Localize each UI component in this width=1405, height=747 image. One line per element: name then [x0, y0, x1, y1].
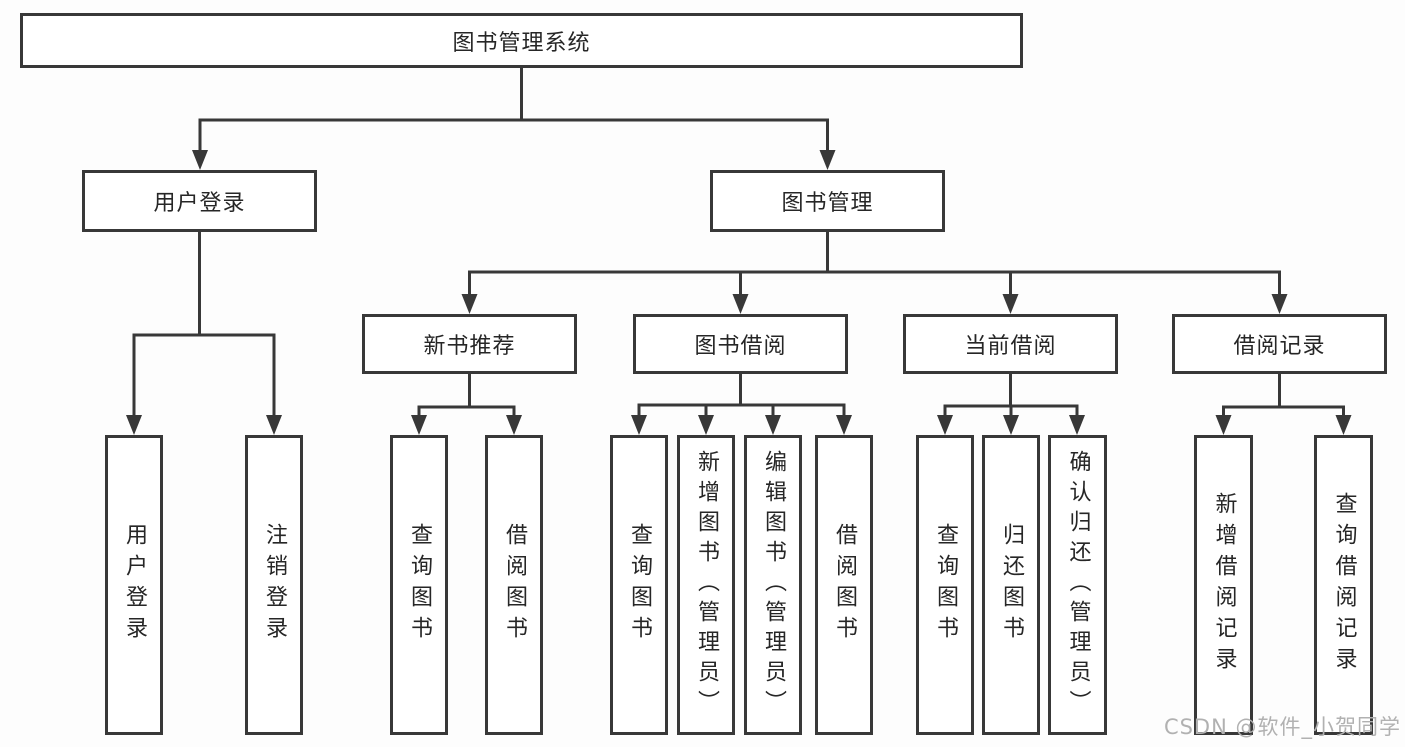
leaf-user-login: 用户登录: [105, 435, 163, 735]
node-root-system: 图书管理系统: [20, 13, 1023, 68]
connector-root-to-level2: [192, 68, 836, 170]
node-new-book-recommend: 新书推荐: [362, 314, 577, 374]
leaf-borrow-query-books: 查询图书: [610, 435, 668, 735]
csdn-watermark: CSDN @软件_小贺同学: [1163, 715, 1401, 739]
node-book-management: 图书管理: [710, 170, 945, 232]
leaf-borrow-borrow-books: 借阅图书: [815, 435, 873, 735]
leaf-borrow-add-books-admin: 新增图书（管理员）: [677, 435, 735, 735]
leaf-recommend-borrow-books: 借阅图书: [485, 435, 543, 735]
connector-newbook-to-children: [411, 374, 522, 435]
leaf-current-query-books: 查询图书: [916, 435, 974, 735]
connector-bookmgmt-to-level3: [461, 232, 1288, 314]
node-book-borrow: 图书借阅: [633, 314, 848, 374]
node-current-borrow: 当前借阅: [903, 314, 1118, 374]
leaf-records-query-record: 查询借阅记录: [1314, 435, 1373, 735]
leaf-current-return-books: 归还图书: [982, 435, 1040, 735]
leaf-borrow-edit-books-admin: 编辑图书（管理员）: [744, 435, 802, 735]
node-user-login: 用户登录: [82, 170, 317, 232]
connector-userlogin-to-children: [126, 232, 282, 435]
leaf-logout-login: 注销登录: [245, 435, 303, 735]
leaf-recommend-query-books: 查询图书: [390, 435, 448, 735]
node-borrow-records: 借阅记录: [1172, 314, 1387, 374]
connector-currentborrow-to-children: [937, 374, 1085, 435]
connector-bookborrow-to-children: [631, 374, 852, 435]
leaf-records-add-record: 新增借阅记录: [1194, 435, 1253, 735]
leaf-current-confirm-return-admin: 确认归还（管理员）: [1048, 435, 1107, 735]
connector-records-to-children: [1215, 374, 1352, 435]
